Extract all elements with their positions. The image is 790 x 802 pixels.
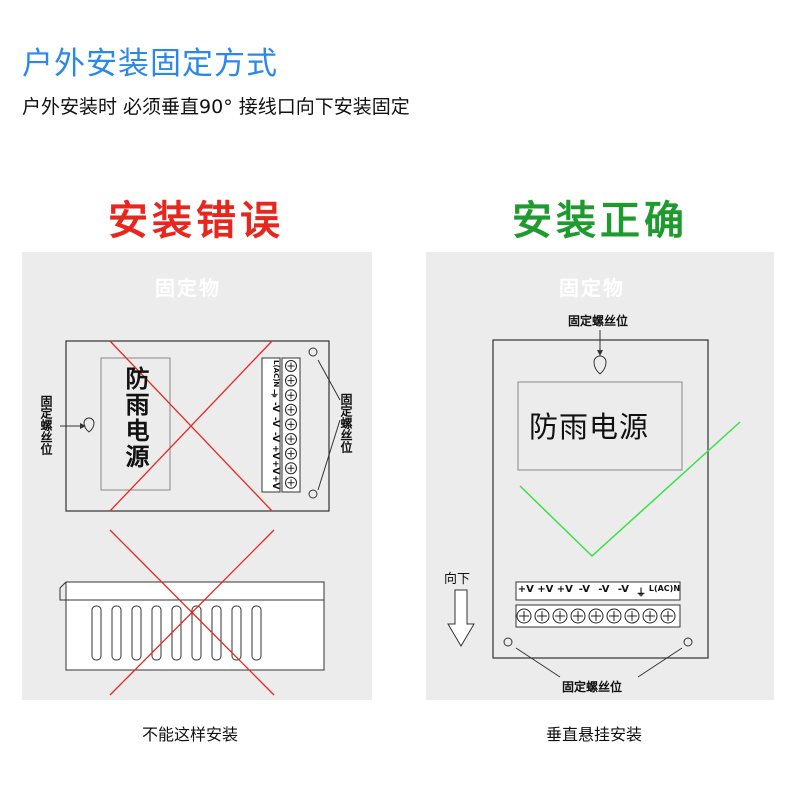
terminal-screw-slot (609, 611, 619, 621)
vent-slot (151, 605, 162, 661)
check-mark-icon (519, 421, 741, 558)
terminal-label: +V (270, 444, 280, 460)
terminal-screw-slot (663, 611, 673, 621)
screw-hole-icon (503, 637, 513, 647)
right-caption: 垂直悬挂安装 (546, 725, 643, 744)
terminal-screw-slot (287, 464, 295, 472)
terminal-label: L(AC)N (272, 359, 280, 388)
right-fixed-object-label: 固定物 (559, 276, 625, 300)
terminal-screw-slot (555, 611, 565, 621)
terminal-screw-slot (287, 391, 295, 399)
vent-slot (231, 605, 242, 661)
terminal-screw-slot (573, 611, 583, 621)
right-terminal-labels: +V +V +V -V -V -V ⏚ L(AC)N (516, 584, 680, 600)
terminal-label: +V (556, 584, 573, 595)
screw-hole-icon (308, 489, 318, 499)
terminal-label: +V (537, 584, 554, 595)
screw-hole-icon (308, 347, 318, 357)
direction-label: 向下 (444, 572, 471, 587)
terminal-label: +V (270, 460, 280, 475)
terminal-label: -V (598, 584, 610, 595)
wrong-device-label: 防雨电源 (121, 366, 149, 470)
terminal-screw-slot (287, 479, 295, 487)
terminal-screw-slot (287, 435, 295, 443)
terminal-label: -V (270, 432, 280, 443)
wrong-caption: 不能这样安装 (142, 725, 239, 744)
vent-slot (111, 605, 122, 661)
terminal-label: -V (578, 584, 590, 595)
terminal-screw-slot (287, 362, 295, 370)
terminal-label: -V (270, 416, 280, 428)
wrong-terminal-labels: +V +V +V -V -V -V ⏚ L(AC)N (262, 360, 280, 490)
down-arrow-icon (447, 589, 475, 647)
right-screw-label-bottom: 固定螺丝位 (562, 680, 623, 694)
right-device-label: 防雨电源 (529, 410, 650, 444)
wrong-fixed-object-label: 固定物 (155, 276, 221, 300)
page-subtitle: 户外安装时 必须垂直90° 接线口向下安装固定 (22, 96, 410, 118)
terminal-screw-slot (537, 611, 547, 621)
terminal-label: -V (617, 584, 629, 595)
screw-hole-icon (593, 355, 607, 375)
terminal-screw-slot (287, 377, 295, 385)
ground-icon: ⏚ (268, 388, 278, 398)
wrong-screw-label-left: 固定螺丝位 (39, 395, 53, 455)
page-title: 户外安装固定方式 (22, 46, 278, 82)
screw-hole-icon (683, 637, 693, 647)
vent-slot (131, 605, 142, 661)
wrong-screw-label-right: 固定螺丝位 (339, 393, 353, 453)
terminal-label: +V (517, 584, 534, 595)
vent-slot (251, 605, 262, 661)
terminal-label: L(AC)N (648, 584, 681, 593)
wrong-device-side-view (59, 529, 325, 696)
terminal-label: +V (270, 475, 280, 490)
right-screw-label-top: 固定螺丝位 (568, 314, 629, 328)
wrong-heading: 安装错误 (108, 198, 284, 244)
terminal-screw-slot (287, 406, 295, 414)
terminal-screw-slot (645, 611, 655, 621)
terminal-label: -V (270, 401, 280, 412)
terminal-screw-slot (519, 611, 529, 621)
ground-icon: ⏚ (636, 588, 646, 599)
screw-hole-icon (83, 417, 95, 433)
right-device-front-view (447, 330, 741, 678)
vent-slot (91, 605, 102, 661)
wrong-device-top-view (60, 340, 341, 512)
terminal-screw-slot (627, 611, 637, 621)
right-heading: 安装正确 (512, 198, 688, 244)
vent-slot (191, 605, 202, 661)
terminal-screw-slot (287, 420, 295, 428)
terminal-screw-slot (287, 450, 295, 458)
terminal-screw-slot (591, 611, 601, 621)
